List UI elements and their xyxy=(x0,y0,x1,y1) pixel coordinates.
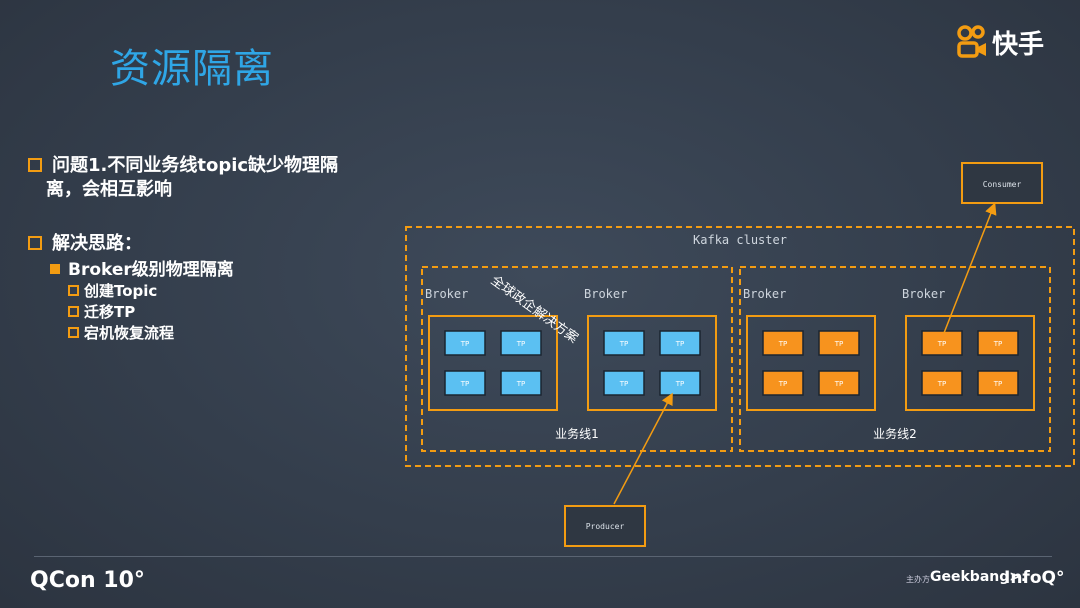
broker-box xyxy=(746,315,876,411)
geekbang-logo: Geekbang>. xyxy=(930,569,1027,585)
broker-label: Broker xyxy=(902,287,945,301)
sub-item: 迁移TP xyxy=(68,302,135,322)
business-line-2-group xyxy=(739,266,1051,452)
bullet-square-icon xyxy=(68,327,79,338)
logo-text: 快手 xyxy=(992,29,1045,60)
producer-arrow xyxy=(613,392,673,505)
sub-item-label: 迁移TP xyxy=(84,303,136,321)
svg-text:TP: TP xyxy=(516,340,526,348)
tp-partition: TP xyxy=(659,330,701,356)
tp-partition: TP xyxy=(977,370,1019,396)
tp-partition: TP xyxy=(444,370,486,396)
tp-partition: TP xyxy=(921,370,963,396)
business-line-1-label: 业务线1 xyxy=(555,426,599,441)
bullet-square-icon xyxy=(28,236,42,250)
broker-box xyxy=(905,315,1035,411)
tp-partition: TP xyxy=(444,330,486,356)
consumer-arrow xyxy=(943,202,997,334)
tp-partition: TP xyxy=(500,370,542,396)
qcon-logo: QCon 10° xyxy=(30,568,145,593)
producer-label: Producer xyxy=(586,522,625,531)
svg-text:TP: TP xyxy=(619,380,629,388)
svg-text:TP: TP xyxy=(937,380,947,388)
broker-label: Broker xyxy=(743,287,786,301)
business-line-2-label: 业务线2 xyxy=(873,426,917,441)
svg-text:TP: TP xyxy=(460,380,470,388)
broker-label: Broker xyxy=(584,287,627,301)
tp-partition: TP xyxy=(603,330,645,356)
problem-line1: 问题1.不同业务线topic缺少物理隔 xyxy=(52,155,339,176)
bullet-problem: 问题1.不同业务线topic缺少物理隔 离，会相互影响 xyxy=(28,154,398,202)
svg-text:TP: TP xyxy=(619,340,629,348)
sub-item-label: 宕机恢复流程 xyxy=(84,324,175,342)
bullet-square-icon xyxy=(28,158,42,172)
solution-label: 解决思路： xyxy=(52,233,142,254)
tp-partition: TP xyxy=(500,330,542,356)
tp-partition: TP xyxy=(818,330,860,356)
organizer-label: 主办方 xyxy=(906,575,930,584)
svg-text:TP: TP xyxy=(834,340,844,348)
filled-square-icon xyxy=(50,264,60,274)
svg-text:TP: TP xyxy=(993,340,1003,348)
page-title: 资源隔离 xyxy=(110,46,274,92)
infoq-logo: InfoQ° xyxy=(1004,568,1065,588)
svg-text:TP: TP xyxy=(516,380,526,388)
svg-text:TP: TP xyxy=(937,340,947,348)
level2-label: Broker级别物理隔离 xyxy=(68,260,234,280)
svg-text:TP: TP xyxy=(778,340,788,348)
problem-line2: 离，会相互影响 xyxy=(46,179,172,200)
tp-partition: TP xyxy=(603,370,645,396)
tp-partition: TP xyxy=(977,330,1019,356)
footer-divider xyxy=(34,556,1052,557)
sub-item: 宕机恢复流程 xyxy=(68,323,174,343)
broker-box xyxy=(428,315,558,411)
kuaishou-logo: 快手 xyxy=(956,24,1044,60)
consumer-box xyxy=(961,162,1043,204)
svg-text:TP: TP xyxy=(460,340,470,348)
tp-partition: TP xyxy=(659,370,701,396)
tp-partition: TP xyxy=(762,370,804,396)
svg-text:TP: TP xyxy=(675,340,685,348)
bullet-solution: 解决思路： xyxy=(28,232,142,256)
broker-label: Broker xyxy=(425,287,468,301)
kafka-cluster-label: Kafka cluster xyxy=(693,233,787,247)
sub-item: 创建Topic xyxy=(68,281,157,301)
svg-text:TP: TP xyxy=(834,380,844,388)
broker-box xyxy=(587,315,717,411)
business-line-1-group xyxy=(421,266,733,452)
tp-partition: TP xyxy=(818,370,860,396)
bullet-level2: Broker级别物理隔离 xyxy=(50,259,234,281)
bullet-square-icon xyxy=(68,285,79,296)
kuaishou-logo-icon xyxy=(957,25,986,58)
consumer-label: Consumer xyxy=(983,180,1022,189)
svg-text:TP: TP xyxy=(675,380,685,388)
tp-partition: TP xyxy=(762,330,804,356)
svg-text:TP: TP xyxy=(993,380,1003,388)
sub-item-label: 创建Topic xyxy=(84,282,158,300)
kafka-cluster-boundary xyxy=(405,226,1075,467)
bullet-square-icon xyxy=(68,306,79,317)
svg-text:TP: TP xyxy=(778,380,788,388)
producer-box xyxy=(564,505,646,547)
tp-partition: TP xyxy=(921,330,963,356)
